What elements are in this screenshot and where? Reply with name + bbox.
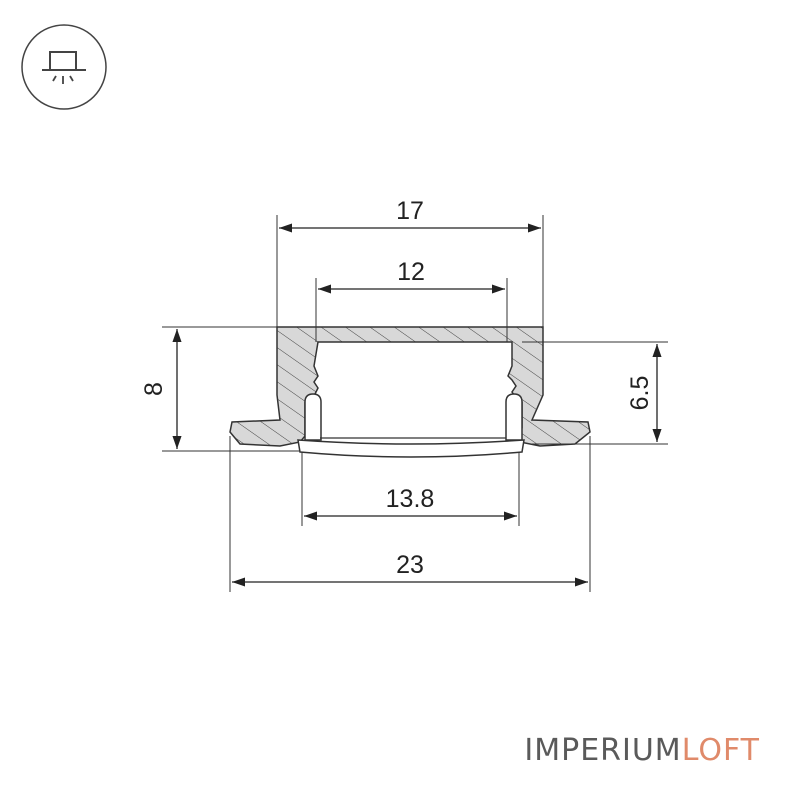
extension-lines	[162, 215, 668, 592]
profile-body	[229, 326, 591, 447]
profile-clip-left	[304, 393, 322, 441]
dim-label-13-8: 13.8	[386, 485, 435, 513]
profile-clip-right	[505, 393, 523, 441]
brand-part-1: IMPERIUM	[524, 733, 682, 768]
brand-logo: IMPERIUMLOFT	[524, 733, 760, 768]
dim-label-17: 17	[396, 197, 424, 225]
dim-label-6-5: 6.5	[626, 376, 654, 411]
dim-label-23: 23	[396, 551, 424, 579]
brand-part-2: LOFT	[681, 733, 760, 768]
dimension-lines	[172, 223, 662, 587]
dim-label-8: 8	[140, 382, 168, 396]
diffuser	[297, 439, 525, 458]
dim-label-12: 12	[397, 258, 425, 286]
recessed-mount-icon	[21, 24, 107, 110]
